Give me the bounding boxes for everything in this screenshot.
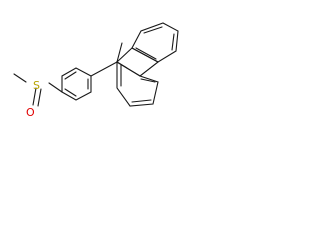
phenyl-inner-bond-1	[64, 71, 77, 80]
sulfur-atom-label: S	[33, 79, 40, 92]
bond-sulfur-oxygen-a	[32, 87, 37, 106]
oxygen-atom-label: O	[26, 106, 35, 119]
molecule-diagram: S O	[0, 0, 222, 144]
bond-methyl-sulfur	[13, 73, 27, 83]
bond-c9-methyl	[116, 42, 123, 63]
upper-benzo-inner-1	[143, 26, 163, 34]
bond-phenyl-c9	[90, 61, 118, 77]
lower-benzo-inner-2	[131, 99, 152, 103]
bond-sulfur-oxygen-b	[37, 88, 42, 107]
phenyl-inner-bond-3	[64, 88, 77, 97]
lower-benzo-inner-3	[140, 78, 156, 83]
phenyl-ring	[61, 67, 92, 101]
lower-benzo-ring	[116, 61, 159, 107]
upper-benzo-inner-2	[171, 33, 175, 51]
bond-sulfur-phenyl	[48, 82, 63, 93]
fluorene-five-ring	[116, 47, 160, 77]
fluorene-biaryl-bond	[139, 61, 159, 77]
structure-drawing: S O	[13, 22, 179, 119]
upper-benzo-ring	[131, 22, 179, 63]
upper-benzo-inner-3	[135, 47, 157, 60]
